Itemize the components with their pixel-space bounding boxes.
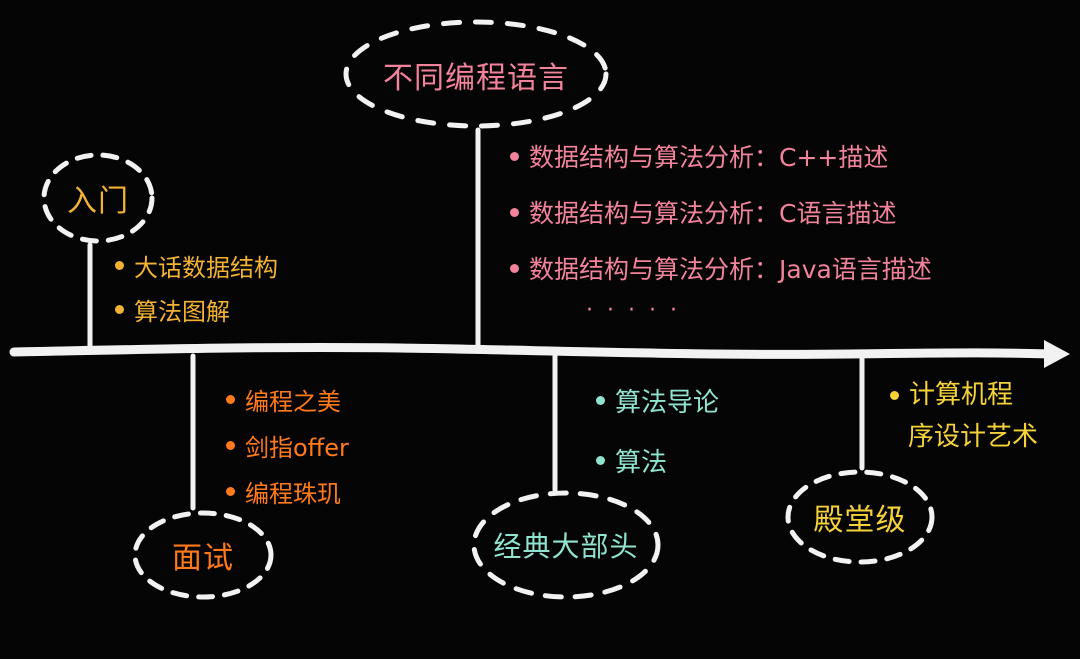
book-item: 算法图解 [115,287,278,331]
stage-label-languages: 不同编程语言 [383,60,569,96]
stage-items-classics: 算法导论 算法 [596,370,719,490]
book-item-continuation: 序设计艺术 [908,422,1039,452]
bullet-dot-icon [115,304,124,314]
stage-label-interview: 面试 [172,541,234,576]
stage-bubble-classics: 经典大部头 [466,485,666,605]
book-item: 算法导论 [596,370,719,430]
book-item: 数据结构与算法分析：C语言描述 [510,184,932,240]
bullet-dot-icon [226,394,235,404]
bullet-dot-icon [510,263,519,273]
bullet-dot-icon [226,486,235,496]
bullet-dot-icon [115,260,124,270]
stage-items-interview: 编程之美 剑指offer 编程珠玑 [226,376,349,514]
book-item: 数据结构与算法分析：Java语言描述 [510,240,932,296]
book-item: 算法 [596,430,719,490]
stage-bubble-interview: 面试 [128,505,278,605]
dashed-ellipse-icon [785,469,935,565]
bullet-dot-icon [596,455,605,465]
book-item: 编程珠玑 [226,468,349,514]
bullet-dot-icon [596,395,605,405]
stage-label-hall-of-fame: 殿堂级 [813,503,907,538]
dashed-ellipse-icon [343,19,609,129]
book-item: 剑指offer [226,422,349,468]
stage-label-beginner: 入门 [67,184,129,219]
stage-bubble-hall-of-fame: 殿堂级 [780,462,940,572]
book-item: 大话数据结构 [115,243,278,287]
stage-label-classics: 经典大部头 [493,530,639,563]
arrow-right-icon [1044,340,1070,368]
stage-bubble-languages: 不同编程语言 [336,12,616,137]
bullet-dot-icon [510,207,519,217]
bullet-dot-icon [890,390,899,400]
stage-bubble-beginner: 入门 [38,148,158,248]
book-item: 数据结构与算法分析：C++描述 [510,128,932,184]
dashed-ellipse-icon [41,152,155,244]
bullet-dot-icon [226,440,235,450]
book-item: 计算机程 [890,374,1038,416]
stage-items-languages: 数据结构与算法分析：C++描述 数据结构与算法分析：C语言描述 数据结构与算法分… [510,128,932,296]
timeline-axis [9,342,1055,359]
book-item: 编程之美 [226,376,349,422]
stage-items-beginner: 大话数据结构 算法图解 [115,243,278,331]
bullet-dot-icon [510,151,519,161]
dashed-ellipse-icon [132,510,274,600]
dashed-ellipse-icon [471,490,661,600]
stage-items-hall-of-fame: 计算机程 序设计艺术 [890,374,1038,458]
more-items-ellipsis: ····· [586,298,691,323]
